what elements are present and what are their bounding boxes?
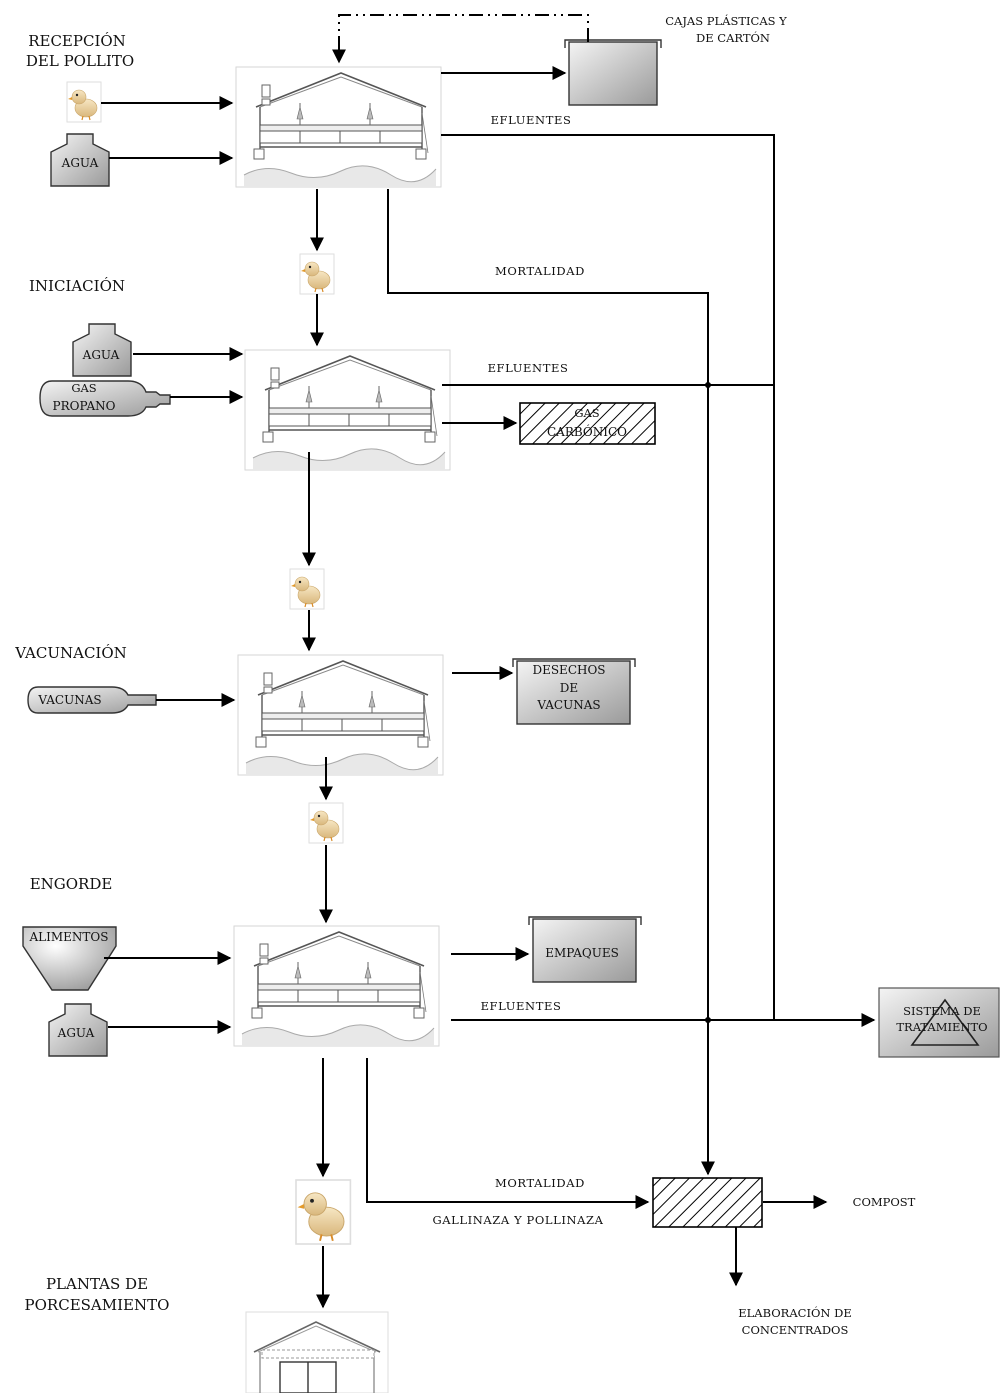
input-alimentos-label: ALIMENTOS [29, 930, 109, 944]
vaccine-cylinder-icon [27, 686, 157, 714]
stage-recepcion-label: RECEPCIÓN [28, 32, 126, 50]
gas-carbonico-box [519, 402, 656, 445]
input-agua-2-label: AGUA [82, 348, 120, 362]
stage-engorde-label: ENGORDE [30, 875, 113, 893]
chick-icon [308, 802, 344, 844]
output-gas-carbonico-label-2: CARBÓNICO [547, 423, 627, 439]
input-propano-label: PROPANO [53, 399, 116, 413]
chick-icon [66, 81, 102, 123]
stage-plantas-label: PLANTAS DE [46, 1275, 148, 1293]
flow-mortalidad-2-label: MORTALIDAD [495, 1176, 585, 1190]
container-icon [564, 39, 662, 106]
flow-efluentes-2-label: EFLUENTES [488, 361, 569, 375]
output-cajas-label: CAJAS PLÁSTICAS Y [665, 14, 787, 28]
input-agua-1-label: AGUA [61, 156, 99, 170]
barn-icon [244, 349, 451, 471]
container-icon [512, 658, 636, 725]
flow-mortalidad-1-label: MORTALIDAD [495, 264, 585, 278]
output-elaboracion-label-2: CONCENTRADOS [742, 1323, 849, 1337]
barn-icon [235, 66, 442, 188]
compost-processing-box [652, 1177, 763, 1228]
flow-gallinaza-label: GALLINAZA Y POLLINAZA [432, 1213, 603, 1227]
treatment-icon [878, 987, 1000, 1058]
flow-efluentes-3-label: EFLUENTES [481, 999, 562, 1013]
chick-icon [299, 253, 335, 295]
output-desechos-label-3: VACUNAS [536, 698, 600, 712]
input-agua-3-label: AGUA [57, 1026, 95, 1040]
output-desechos-label: DESECHOS [532, 663, 605, 677]
chick-icon [295, 1179, 352, 1245]
stage-iniciacion-label: INICIACIÓN [29, 277, 125, 295]
processing-plant-icon [245, 1311, 389, 1393]
output-desechos-label-2: DE [560, 681, 578, 695]
gas-cylinder-icon [39, 380, 171, 417]
flow-efluentes-1-label: EFLUENTES [491, 113, 572, 127]
output-elaboracion-label: ELABORACIÓN DE [738, 1306, 852, 1320]
stage-plantas-label-2: PORCESAMIENTO [25, 1296, 170, 1314]
connector-lines [101, 14, 876, 1309]
junction-dot [705, 1017, 711, 1023]
chick-icon [289, 568, 325, 610]
output-cajas-label-2: DE CARTÓN [696, 31, 770, 45]
hopper-icon [22, 926, 117, 991]
container-icon [528, 916, 642, 983]
junction-dot [705, 382, 711, 388]
output-sistema-label-2: TRATAMIENTO [896, 1020, 987, 1034]
barn-icon [233, 925, 440, 1047]
stage-recepcion-label-2: DEL POLLITO [26, 52, 134, 70]
output-empaques-label: EMPAQUES [545, 946, 619, 960]
input-gas-label: GAS [71, 381, 96, 395]
output-compost-label: COMPOST [853, 1195, 916, 1209]
input-vacunas-label: VACUNAS [37, 693, 101, 707]
output-gas-carbonico-label: GAS [574, 406, 599, 420]
stage-vacunacion-label: VACUNACIÓN [14, 644, 127, 662]
barn-icon [237, 654, 444, 776]
output-sistema-label: SISTEMA DE [903, 1004, 981, 1018]
